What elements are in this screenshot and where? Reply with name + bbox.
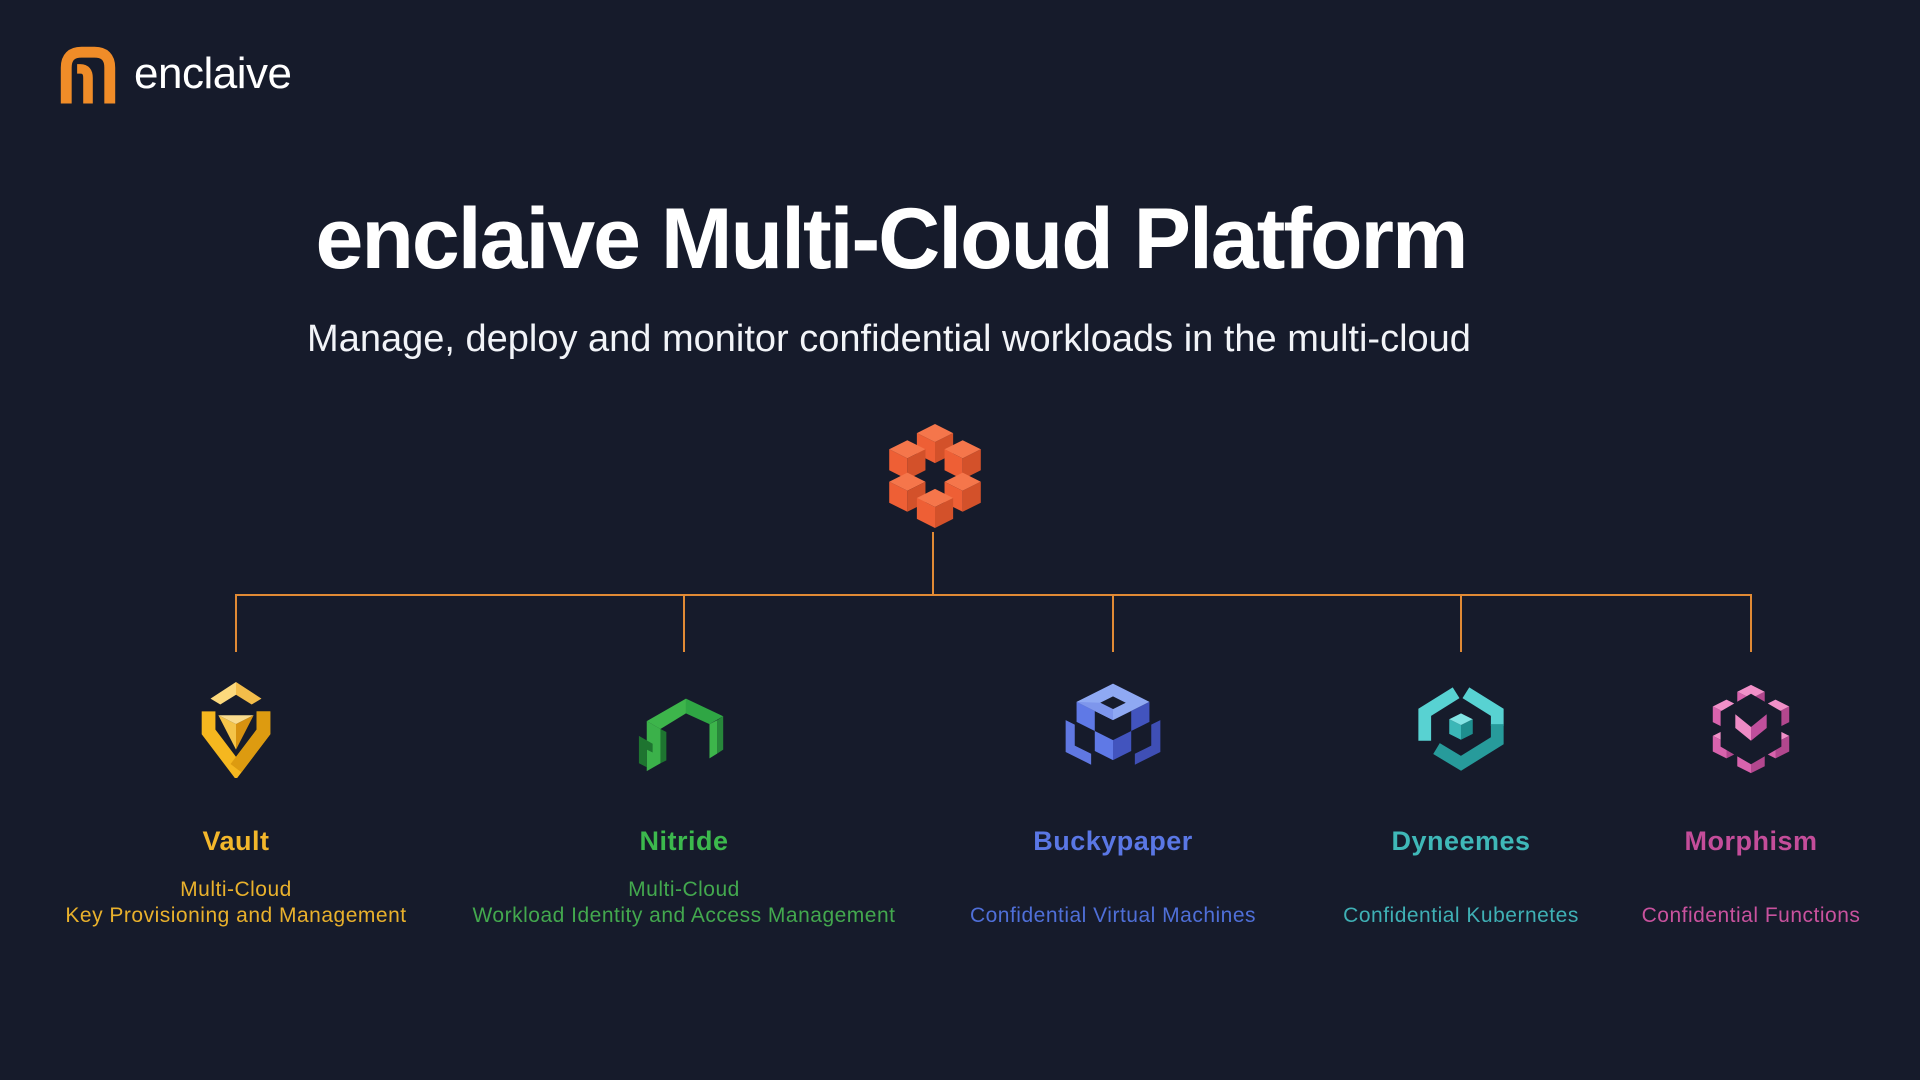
product-description-line: Workload Identity and Access Management (472, 904, 896, 927)
product-name: Dyneemes (1391, 826, 1531, 856)
hex-cubes-icon (889, 424, 981, 528)
product-name: Vault (202, 826, 270, 856)
product-description: Multi-Cloud Workload Identity and Access… (454, 876, 914, 929)
page-title: enclaive Multi-Cloud Platform (315, 191, 1469, 287)
connector-drop-line (235, 594, 237, 652)
connector-drop-line (1460, 594, 1462, 652)
product-column-morphism: Morphism Confidential Functions (1521, 680, 1920, 940)
connector-drop-line (1750, 594, 1752, 652)
connector-drop-line (1112, 594, 1114, 652)
brand-name: enclaive (134, 49, 292, 98)
nitride-icon (638, 698, 724, 772)
product-description-line: Confidential Virtual Machines (969, 904, 1257, 927)
product-name: Nitride (639, 826, 729, 856)
product-description: Confidential Functions (1521, 876, 1920, 929)
product-description: Multi-Cloud Key Provisioning and Managem… (6, 876, 466, 929)
product-description-line: Key Provisioning and Management (65, 904, 407, 927)
page-subtitle: Manage, deploy and monitor confidential … (307, 318, 1471, 360)
product-column-nitride: Nitride Multi-Cloud Workload Identity an… (454, 680, 914, 940)
buckypaper-icon (1065, 683, 1161, 765)
product-name: Morphism (1684, 826, 1818, 856)
brand-logo: enclaive (56, 44, 292, 104)
product-description-line: Confidential Functions (1641, 904, 1861, 927)
connector-horizontal-line (235, 594, 1752, 596)
product-name: Buckypaper (1033, 826, 1193, 856)
enclaive-logo-icon (60, 46, 116, 104)
connector-trunk-line (932, 532, 934, 594)
product-column-dyneemes: Dyneemes Confidential Kubernetes (1231, 680, 1691, 940)
morphism-icon (1712, 684, 1790, 774)
product-description-line: Multi-Cloud (180, 878, 292, 901)
product-column-vault: Vault Multi-Cloud Key Provisioning and M… (6, 680, 466, 940)
product-description-line: Multi-Cloud (628, 878, 740, 901)
product-description: Confidential Kubernetes (1231, 876, 1691, 929)
connector-drop-line (683, 594, 685, 652)
product-description-line: Confidential Kubernetes (1343, 904, 1579, 927)
dyneemes-icon (1418, 687, 1504, 771)
product-description: Confidential Virtual Machines (883, 876, 1343, 929)
product-column-buckypaper: Buckypaper Confidential Virtual Machines (883, 680, 1343, 940)
vault-icon (201, 681, 271, 778)
